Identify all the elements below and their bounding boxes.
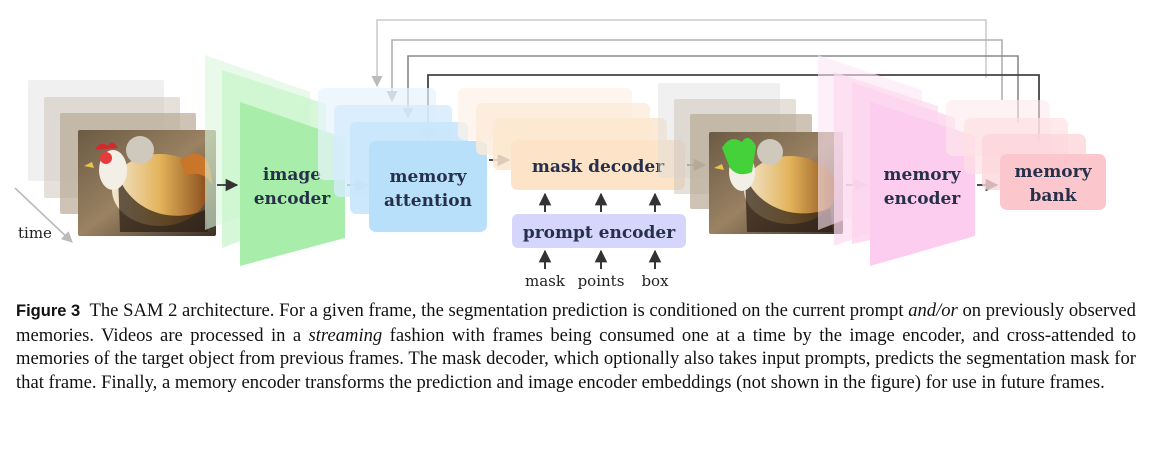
caption-text-1: The SAM 2 architecture. For a given fram… (89, 300, 909, 321)
prompt-input-box: box (641, 272, 669, 290)
memory-attention: memory attention (318, 88, 487, 232)
caption-italic-andor: and/or (908, 300, 958, 321)
rooster-image (84, 136, 212, 232)
caption-text-3: fashion with frames being consumed one a… (16, 324, 1136, 393)
image-encoder-label-2: encoder (254, 189, 332, 209)
prompt-to-decoder-arrows (538, 192, 662, 212)
caption-text-2: on previously observed memories. Videos … (16, 300, 1136, 346)
memory-attention-label-1: memory (390, 167, 468, 187)
memory-encoder: memory encoder (818, 55, 975, 266)
mask-decoder-label: mask decoder (532, 157, 665, 177)
output-frames (658, 83, 843, 234)
figure-caption: Figure 3 The SAM 2 architecture. For a g… (16, 299, 1136, 394)
memory-encoder-label-1: memory (884, 165, 962, 185)
memory-attention-label-2: attention (384, 191, 472, 211)
memory-bank: memory bank (946, 100, 1106, 210)
time-label: time (18, 224, 52, 242)
memory-bank-label-1: memory (1015, 162, 1093, 182)
prompt-input-arrows (538, 249, 662, 269)
figure-label: Figure 3 (16, 302, 81, 320)
memory-bank-label-2: bank (1029, 186, 1077, 206)
mask-decoder: mask decoder (458, 88, 685, 190)
memory-encoder-label-2: encoder (884, 189, 962, 209)
image-encoder-label-1: image (263, 165, 321, 185)
prompt-input-mask: mask (525, 272, 566, 290)
caption-italic-streaming: streaming (308, 324, 383, 346)
prompt-input-points: points (578, 272, 625, 290)
prompt-encoder: prompt encoder (512, 214, 686, 248)
prompt-encoder-label: prompt encoder (523, 223, 676, 243)
input-frames: time (14, 80, 216, 243)
masked-rooster-image (714, 137, 836, 232)
